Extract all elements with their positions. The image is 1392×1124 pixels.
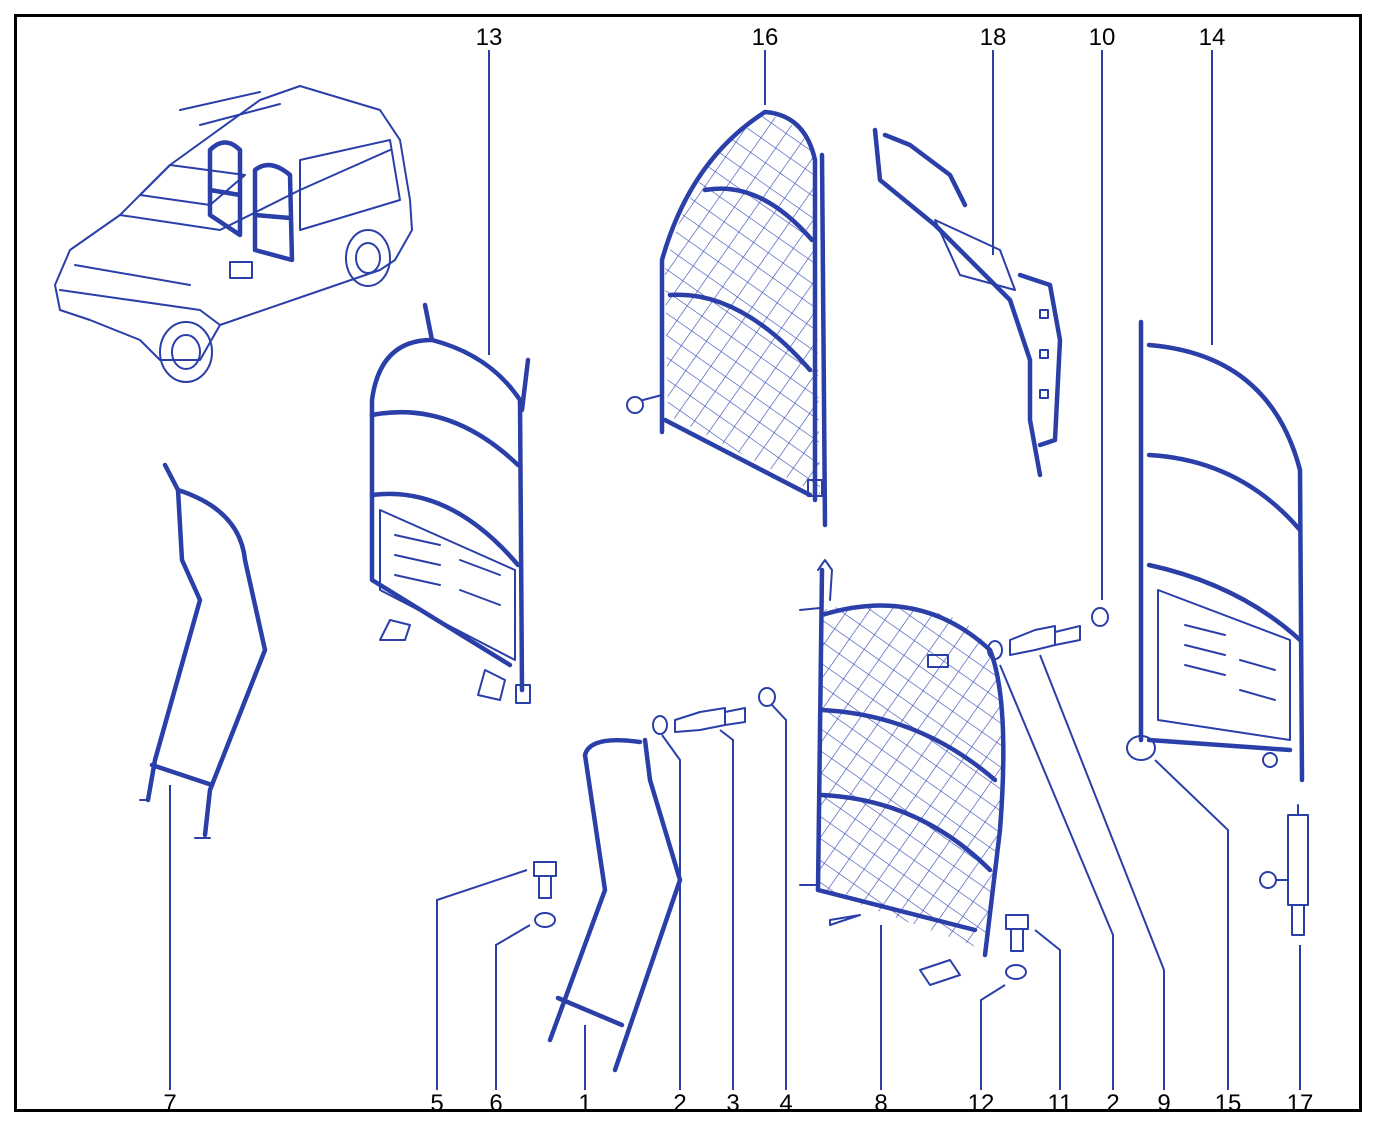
washer-icon-2b (987, 640, 1003, 660)
callout-13: 13 (475, 24, 503, 51)
highlighted-partition (207, 140, 295, 263)
bolt-icon-9 (1009, 625, 1081, 656)
washer-icon-4 (758, 687, 776, 707)
washer-icon-10 (1091, 607, 1109, 627)
bolt-icon-5 (533, 861, 557, 899)
callout-3: 3 (726, 1090, 740, 1117)
part-7-side-frame (139, 462, 268, 839)
bolt-icon-3 (674, 707, 746, 733)
washer-icon-12 (1005, 964, 1027, 980)
callout-5: 5 (430, 1090, 444, 1117)
callout-2b: 2 (1106, 1090, 1120, 1117)
bolt-icon-11 (1005, 914, 1029, 952)
callout-9: 9 (1157, 1090, 1171, 1117)
washer-icon-2a (652, 715, 668, 735)
diagram-frame (14, 14, 1362, 1112)
van-icon (54, 85, 413, 383)
callout-17: 17 (1286, 1090, 1314, 1117)
callout-10: 10 (1088, 24, 1116, 51)
callout-4: 4 (779, 1090, 793, 1117)
part-8-mesh-partition (799, 559, 1006, 986)
callout-11: 11 (1047, 1090, 1073, 1117)
part-18-bracket (872, 127, 1063, 478)
callout-12: 12 (967, 1090, 995, 1117)
part-1-lower-frame (547, 737, 683, 1073)
callout-7: 7 (163, 1090, 177, 1117)
locking-pin-icon (1259, 804, 1309, 936)
part-16-mesh-partition (626, 109, 828, 528)
callout-8: 8 (874, 1090, 888, 1117)
callout-16: 16 (751, 24, 779, 51)
callout-2a: 2 (673, 1090, 687, 1117)
part-14-side-frame (1126, 319, 1305, 783)
callout-6: 6 (489, 1090, 503, 1117)
leader-lines (169, 50, 1301, 1090)
part-13-partition-panel (369, 302, 531, 704)
callout-15: 15 (1214, 1090, 1242, 1117)
callout-1: 1 (578, 1090, 592, 1117)
washer-icon-6 (534, 912, 556, 928)
callout-18: 18 (979, 24, 1007, 51)
callout-14: 14 (1198, 24, 1226, 51)
